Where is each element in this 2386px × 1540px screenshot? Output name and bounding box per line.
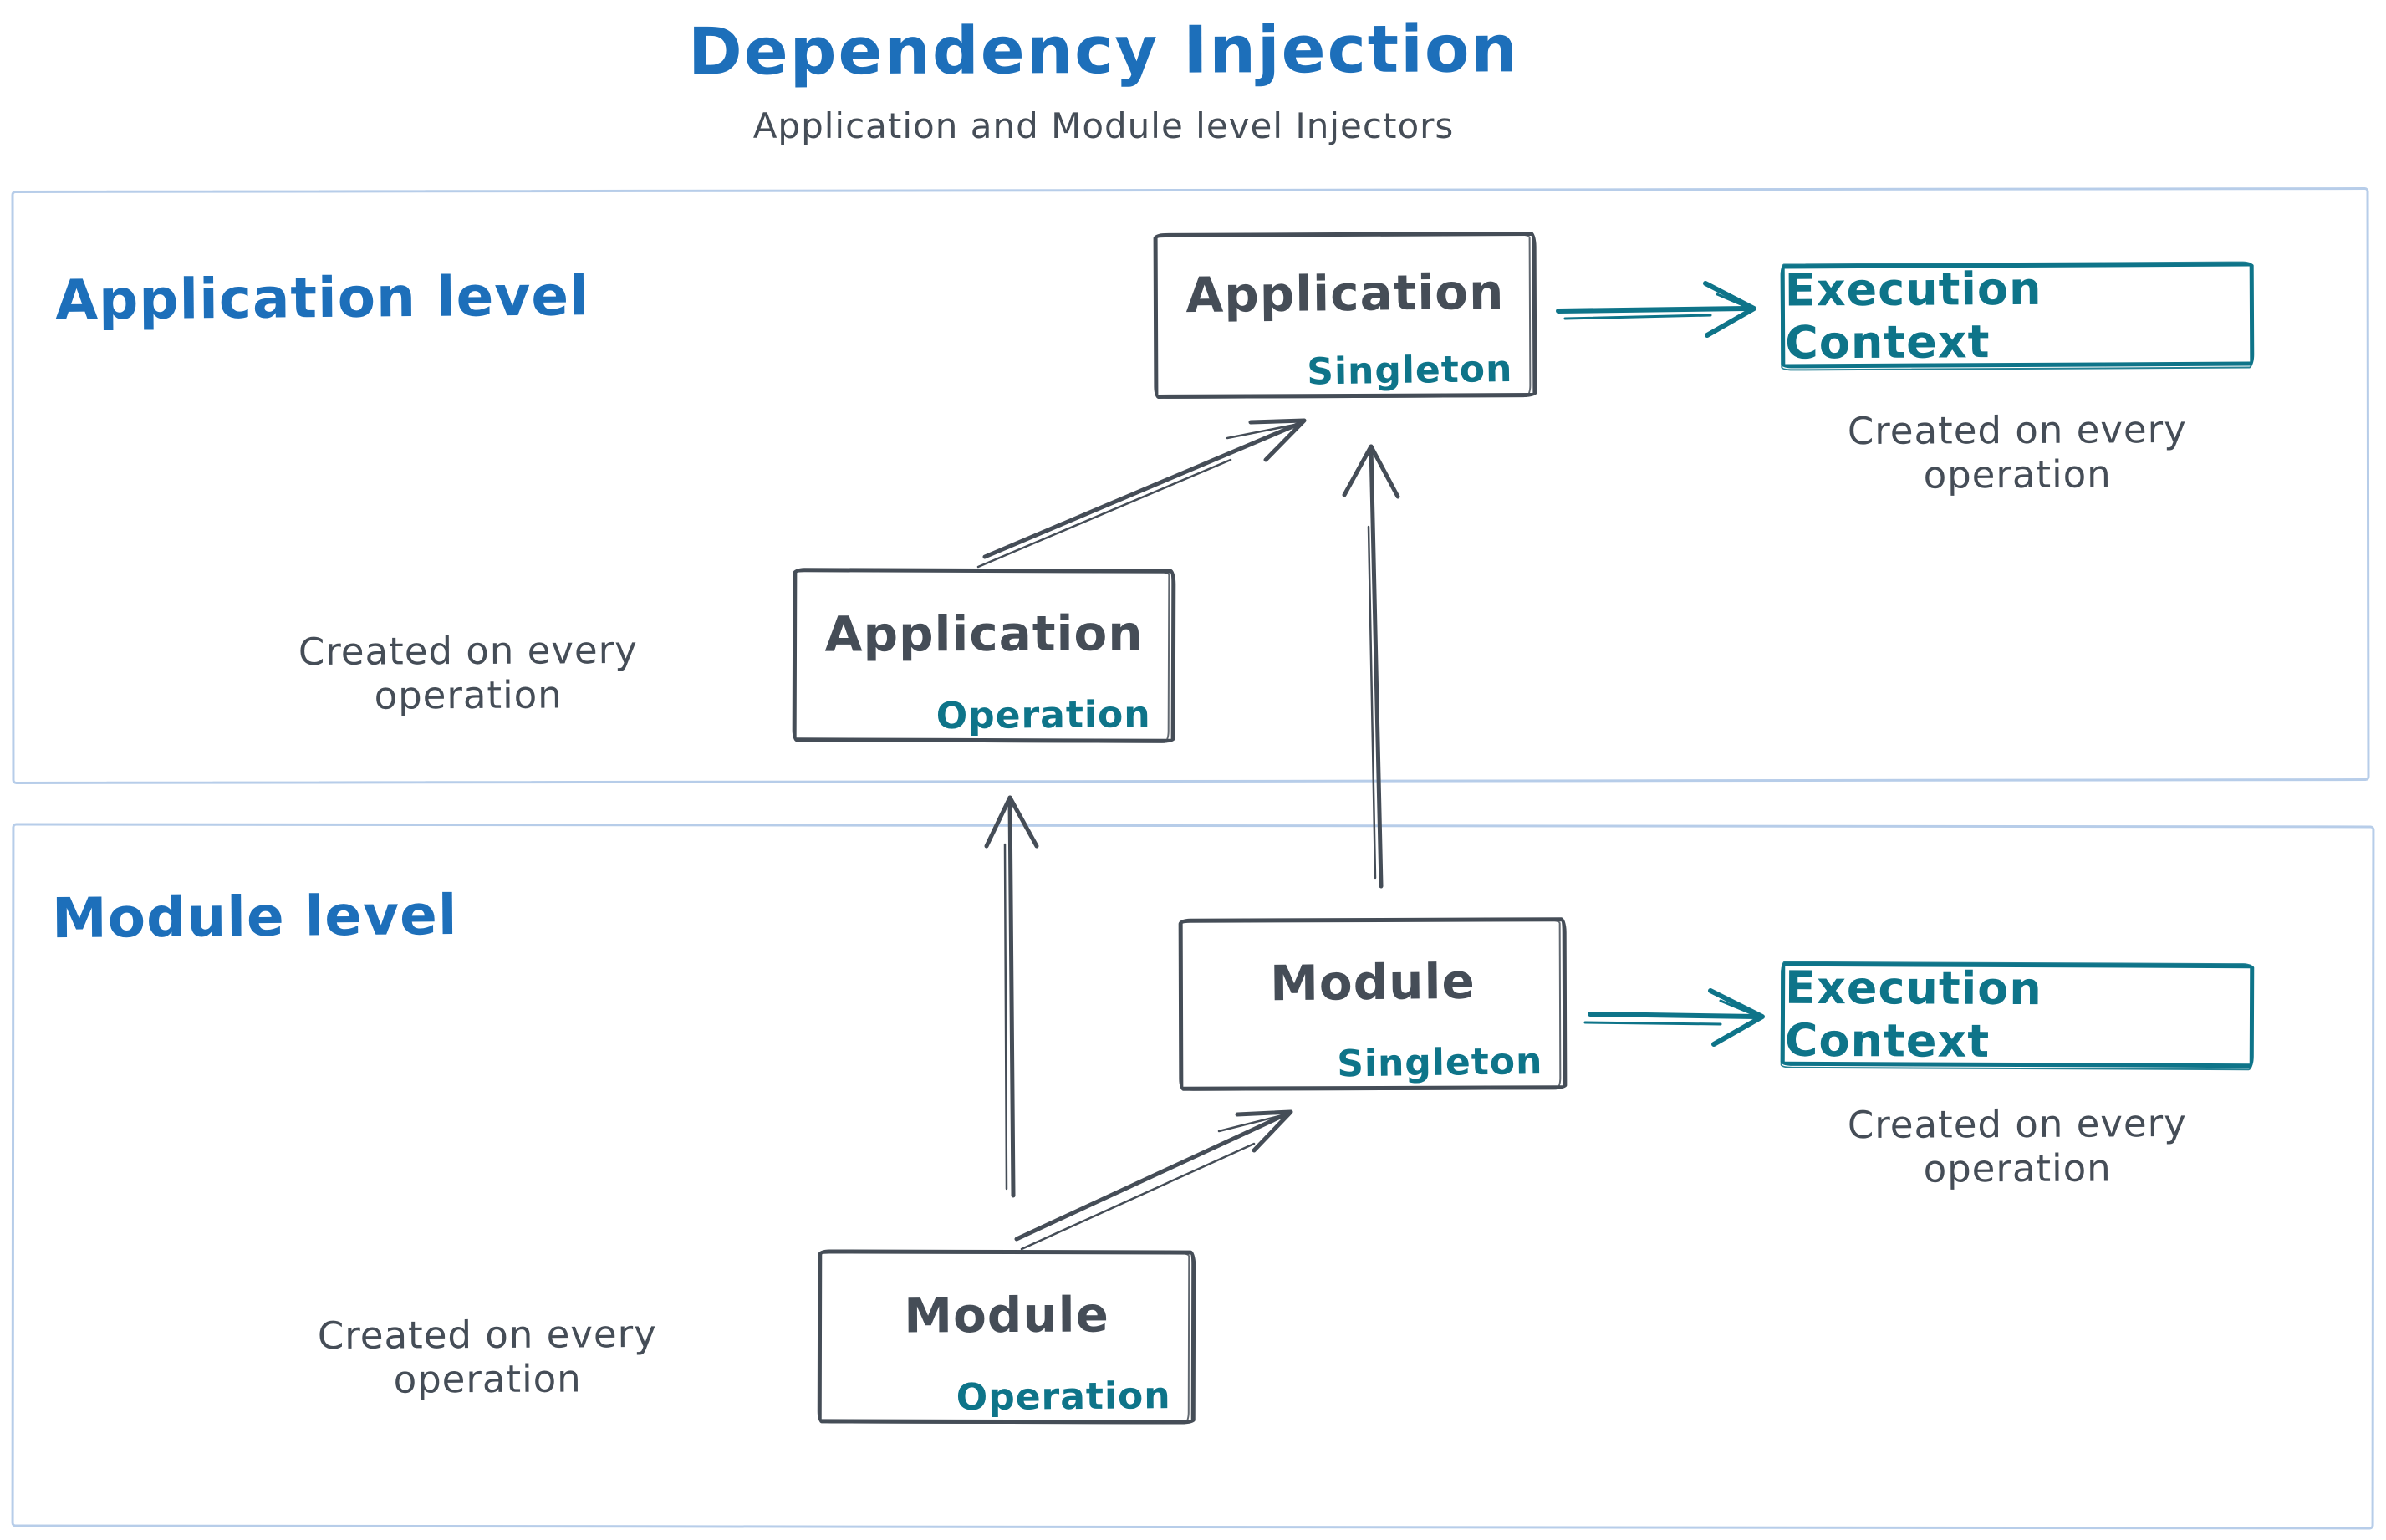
module-singleton-box: Module Singleton — [1178, 917, 1568, 1091]
module-operation-title: Module — [904, 1286, 1110, 1344]
module-singleton-tag: Singleton — [1336, 1040, 1543, 1086]
module-operation-tag: Operation — [956, 1374, 1172, 1420]
caption-module-operation: Created on every operation — [317, 1311, 657, 1402]
app-singleton-tag: Singleton — [1306, 347, 1513, 394]
execution-context-module-box: Execution Context — [1780, 961, 2255, 1068]
caption-app-operation: Created on every operation — [298, 627, 638, 718]
execution-context-app-box: Execution Context — [1780, 262, 2255, 369]
app-operation-tag: Operation — [936, 693, 1151, 738]
app-singleton-box: Application Singleton — [1153, 232, 1537, 399]
app-operation-title: Application — [824, 604, 1144, 663]
application-level-label: Application level — [54, 263, 590, 333]
app-singleton-title: Application — [1185, 263, 1505, 324]
module-operation-box: Module Operation — [817, 1249, 1196, 1425]
diagram-subtitle: Application and Module level Injectors — [752, 105, 1455, 146]
module-singleton-title: Module — [1269, 952, 1476, 1012]
module-level-label: Module level — [51, 882, 458, 951]
diagram-title: Dependency Injection — [687, 12, 1520, 90]
app-operation-box: Application Operation — [792, 568, 1176, 743]
caption-exec-module: Created on every operation — [1847, 1100, 2187, 1191]
caption-exec-app: Created on every operation — [1847, 406, 2187, 497]
